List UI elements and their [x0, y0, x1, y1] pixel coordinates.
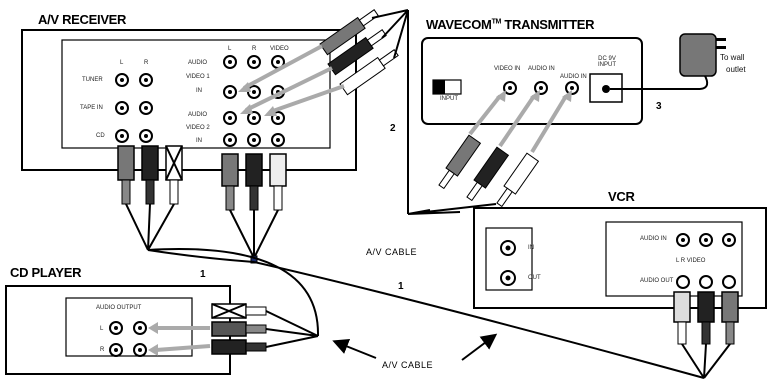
transmitter-jack3-label: AUDIO IN: [560, 74, 587, 80]
cable-2: [407, 10, 497, 215]
transmitter-title-brand: WAVECOM: [426, 17, 492, 32]
wavecom-transmitter: [421, 37, 643, 125]
transmitter-switch-label: INPUT: [440, 96, 458, 102]
cd-r-label: R: [100, 347, 105, 353]
receiver-col2-l: L: [228, 46, 232, 52]
label-1-b: 1: [398, 281, 404, 292]
receiver-col2-r: R: [252, 46, 257, 52]
vcr-plugs: [673, 291, 739, 379]
vcr-title: VCR: [608, 189, 635, 204]
wall-outlet-line1: To wall: [720, 53, 745, 62]
vcr-in-label: IN: [528, 245, 534, 251]
cd-output-header: AUDIO OUTPUT: [96, 305, 142, 311]
receiver-jacks-left: [115, 73, 153, 143]
cd-plugs: [147, 248, 320, 355]
vcr-audio-out-label: AUDIO OUT: [640, 278, 674, 284]
cable-1-vcr: [147, 249, 705, 379]
receiver-grp2-top: AUDIO: [188, 112, 208, 118]
transmitter-dc-label: DC 9V INPUT: [598, 56, 616, 68]
receiver-title: A/V RECEIVER: [38, 12, 127, 27]
cd-output-arrows: [148, 322, 211, 356]
transmitter-jack1-label: VIDEO IN: [494, 66, 521, 72]
receiver-row-cd: CD: [96, 133, 105, 139]
receiver-grp2-mid: VIDEO 2: [186, 125, 210, 131]
receiver-grp1-bot: IN: [196, 88, 202, 94]
transmitter-title-suffix: TRANSMITTER: [501, 17, 595, 32]
receiver-grp1-mid: VIDEO 1: [186, 74, 210, 80]
transmitter-plugs: [438, 134, 540, 208]
av-cable-label-1: A/V CABLE: [366, 247, 418, 257]
receiver-row-tuner: TUNER: [82, 77, 103, 83]
receiver-input-arrows: [238, 44, 345, 116]
label-2: 2: [390, 123, 396, 134]
label-3: 3: [656, 101, 662, 112]
receiver-cd-plugs: [117, 145, 183, 251]
receiver-video1-plugs: [319, 9, 409, 96]
transmitter-title-tm: TM: [491, 18, 502, 26]
av-cable-callout-arrows: [332, 333, 498, 361]
receiver-col2-video: VIDEO: [270, 46, 289, 52]
transmitter-title: WAVECOMTM TRANSMITTER: [426, 17, 595, 32]
receiver-video2-plugs: [221, 153, 287, 264]
cd-player-title: CD PLAYER: [10, 265, 82, 280]
vcr-out-label: OUT: [528, 275, 541, 281]
label-1-a: 1: [200, 269, 206, 280]
receiver-col-r: R: [144, 60, 149, 66]
wall-outlet-line2: outlet: [726, 65, 746, 74]
receiver-grp2-bot: IN: [196, 138, 202, 144]
transmitter-jack2-label: AUDIO IN: [528, 66, 555, 72]
receiver-grp1-top: AUDIO: [188, 60, 208, 66]
vcr-header: L R VIDEO: [676, 258, 706, 264]
vcr: [473, 207, 767, 309]
transmitter-input-arrows: [468, 90, 572, 154]
receiver-col-l: L: [120, 60, 124, 66]
power-adapter: [610, 33, 726, 90]
cd-l-label: L: [100, 326, 104, 332]
receiver-row-tape: TAPE IN: [80, 105, 103, 111]
av-cable-label-2: A/V CABLE: [382, 360, 434, 370]
vcr-audio-in-label: AUDIO IN: [640, 236, 667, 242]
